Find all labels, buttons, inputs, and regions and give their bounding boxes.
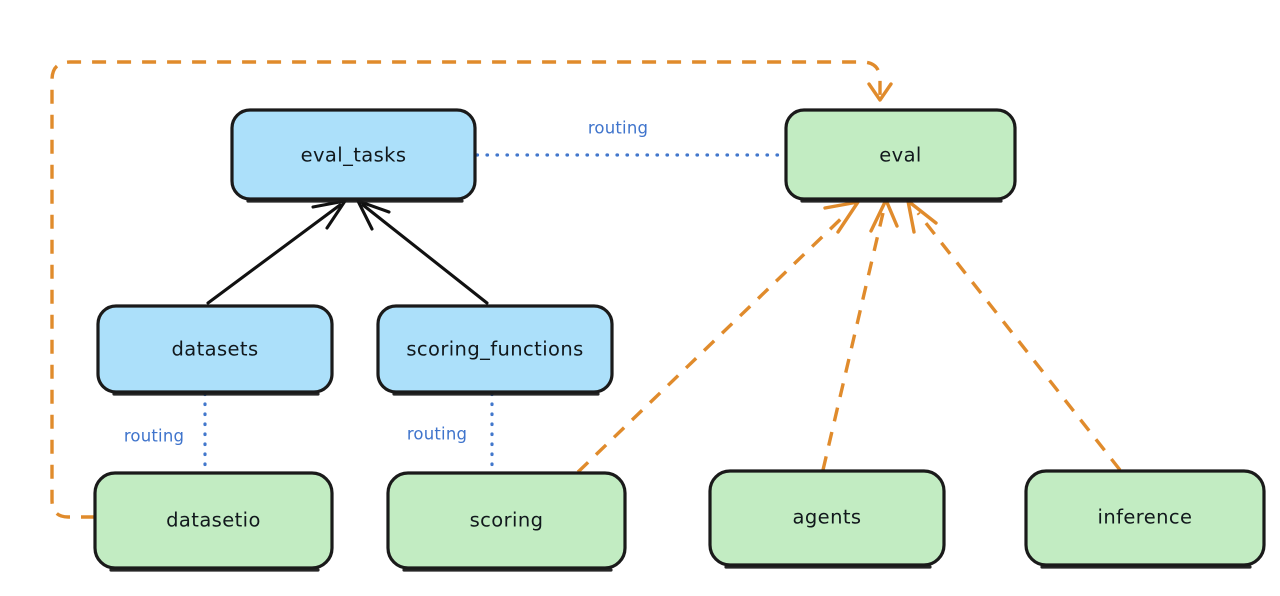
node-datasets-shape[interactable] [96,304,334,394]
node-scoring_functions-label: scoring_functions [406,338,583,361]
edge-agents-to-eval [821,198,899,471]
node-datasetio-shape[interactable] [93,471,334,570]
node-agents-label: agents [793,506,862,529]
node-agents[interactable]: agents [708,469,946,569]
node-eval-shape[interactable] [784,108,1017,201]
node-eval_tasks-label: eval_tasks [301,144,407,167]
node-scoring[interactable]: scoring [386,471,627,572]
edge-datasets-to-eval_tasks [206,199,347,305]
node-scoring-label: scoring [470,509,544,532]
edge-scoring-to-eval [576,200,860,474]
node-datasetio[interactable]: datasetio [93,471,334,572]
edge-inference-to-eval [906,199,1122,472]
node-datasets[interactable]: datasets [96,304,334,396]
edge-scoring_functions-to-eval_tasks [356,199,489,305]
node-scoring_functions[interactable]: scoring_functions [376,304,614,396]
node-inference-shape[interactable] [1024,469,1266,567]
node-scoring_functions-shape[interactable] [376,304,614,394]
edge-label-routing-datasetio: routing [124,427,184,446]
node-agents-shape[interactable] [708,469,946,567]
node-inference-label: inference [1098,506,1193,529]
arrowhead-icon [906,199,938,234]
node-datasets-label: datasets [171,338,258,361]
node-layer: eval_tasks eval datasets scoring_functio… [93,108,1266,572]
node-eval_tasks-shape[interactable] [230,108,477,201]
node-datasetio-label: datasetio [166,509,261,532]
edge-label-layer: routing routing routing [124,119,648,446]
node-eval[interactable]: eval [784,108,1017,203]
edge-datasetio-to-eval [50,60,893,519]
node-eval-label: eval [879,144,922,167]
arrowhead-icon [867,82,893,102]
edge-label-routing-eval: routing [588,119,648,138]
edge-label-routing-scoring: routing [407,425,467,444]
node-eval_tasks[interactable]: eval_tasks [230,108,477,203]
node-inference[interactable]: inference [1024,469,1266,569]
node-scoring-shape[interactable] [386,471,627,570]
